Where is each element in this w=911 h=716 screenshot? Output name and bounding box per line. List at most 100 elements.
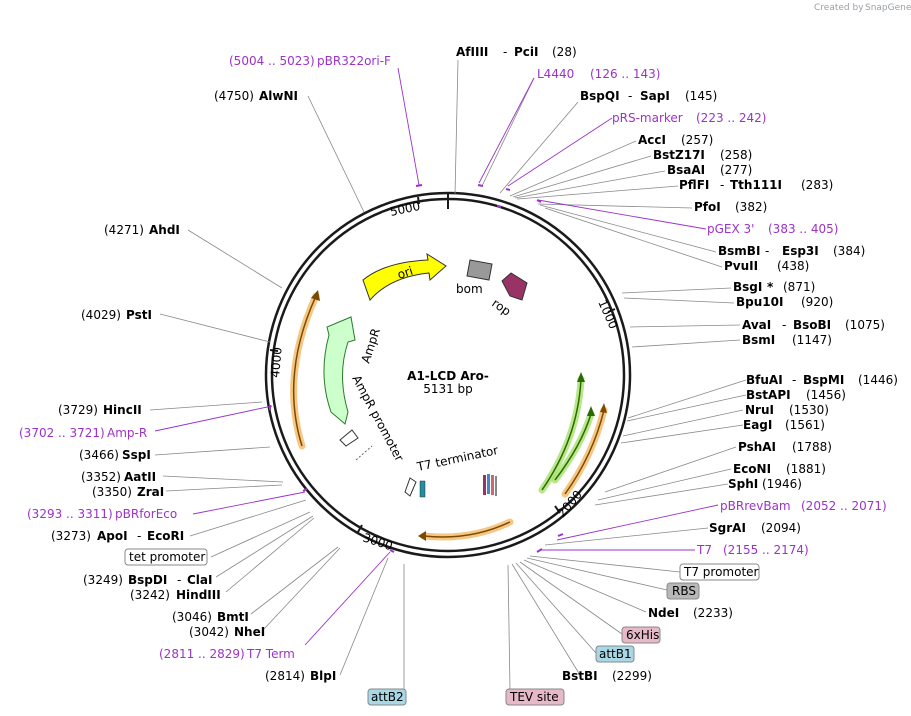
insert-marker-4 xyxy=(495,476,497,496)
site-bpu10i[interactable]: Bpu10I xyxy=(736,295,783,309)
left-orange-feature[interactable] xyxy=(292,295,317,447)
site-ecori[interactable]: EcoRI xyxy=(147,529,184,543)
credit-prefix: Created by xyxy=(814,3,864,13)
site-tth111i[interactable]: Tth111I xyxy=(730,178,782,192)
site-sphi[interactable]: SphI xyxy=(728,477,758,491)
site-bstz17i[interactable]: BstZ17I xyxy=(653,148,705,162)
site-bspmi[interactable]: BspMI xyxy=(803,373,844,387)
ampr-promoter-feature[interactable] xyxy=(339,429,359,447)
site-psti[interactable]: PstI xyxy=(126,308,152,322)
green-feature-2[interactable] xyxy=(554,413,592,481)
credit-brand: SnapGene xyxy=(865,3,911,13)
right-orange-arrowhead xyxy=(600,403,607,413)
right-orange-feature[interactable] xyxy=(564,409,605,495)
site-bsobi[interactable]: BsoBI xyxy=(793,318,831,332)
rop-feature[interactable] xyxy=(501,272,528,301)
ori-feature[interactable] xyxy=(362,252,447,301)
primer-ampr[interactable]: Amp-R xyxy=(107,426,147,440)
site-eagi[interactable]: EagI xyxy=(743,418,772,432)
site-apoi[interactable]: ApoI xyxy=(97,529,128,543)
site-nhei[interactable]: NheI xyxy=(234,625,265,639)
site-sspi-pos: (3466) xyxy=(79,448,119,462)
site-pflfi-pos: (283) xyxy=(801,178,833,192)
primer-t7term[interactable]: T7 Term xyxy=(246,647,295,661)
site-bstbi[interactable]: BstBI xyxy=(562,669,598,683)
site-zrai[interactable]: ZraI xyxy=(137,485,164,499)
primer-pgex[interactable]: pGEX 3' xyxy=(707,222,754,236)
primer-pbrrevbam-pos: (2052 .. 2071) xyxy=(801,499,887,513)
attb1-label: attB1 xyxy=(599,647,632,661)
site-alwni[interactable]: AlwNI xyxy=(259,89,298,103)
site-pvuii-pos: (438) xyxy=(777,259,809,273)
rbs-box[interactable] xyxy=(666,582,700,600)
primer-pgex-pos: (383 .. 405) xyxy=(768,222,838,236)
t7-promoter-box[interactable] xyxy=(679,563,760,581)
site-bsmbi[interactable]: BsmBI xyxy=(718,244,760,258)
t7-terminator-feature[interactable] xyxy=(404,477,417,497)
site-bstapi[interactable]: BstAPI xyxy=(746,388,791,402)
ori-label: ori xyxy=(396,264,415,282)
site-pfoi[interactable]: PfoI xyxy=(694,200,721,214)
primer-l4440[interactable]: L4440 xyxy=(537,67,574,81)
primer-pbr322[interactable]: pBR322ori-F xyxy=(317,54,391,68)
site-hindiii-pos: (3242) xyxy=(130,588,170,602)
plasmid-name: A1-LCD Aro- xyxy=(407,369,489,383)
bottom-orange-arrowhead xyxy=(418,531,426,541)
site-bsgi[interactable]: BsgI xyxy=(733,280,762,294)
insert-marker-1 xyxy=(483,475,486,495)
site-pflfi-sep: - xyxy=(720,178,724,192)
primer-pbrforeco[interactable]: pBRforEco xyxy=(115,507,177,521)
site-bspqi[interactable]: BspQI xyxy=(580,89,620,103)
primer-pbrrevbam[interactable]: pBRrevBam xyxy=(720,499,791,513)
site-ndei[interactable]: NdeI xyxy=(648,606,679,620)
t7-promoter-label: T7 promoter xyxy=(683,565,759,579)
tick-label-3000: 3000 xyxy=(361,531,394,554)
bom-feature[interactable] xyxy=(466,259,493,281)
site-bsmi-pos: (1147) xyxy=(792,333,832,347)
site-sspi[interactable]: SspI xyxy=(122,448,151,462)
site-econi[interactable]: EcoNI xyxy=(733,462,771,476)
site-hindiii[interactable]: HindIII xyxy=(176,588,221,602)
site-bmti[interactable]: BmtI xyxy=(217,610,249,624)
his-tag-box[interactable] xyxy=(621,626,661,644)
site-sgrai[interactable]: SgrAI xyxy=(709,521,746,535)
site-pcii[interactable]: PciI xyxy=(514,45,539,59)
site-acci[interactable]: AccI xyxy=(638,133,666,147)
tick-1000 xyxy=(607,308,616,313)
site-pvuii[interactable]: PvuII xyxy=(724,259,758,273)
site-aatii[interactable]: AatII xyxy=(124,470,156,484)
attb2-label: attB2 xyxy=(371,690,404,704)
primer-lines xyxy=(154,67,719,646)
site-aatii-pos: (3352) xyxy=(81,470,121,484)
site-nrui[interactable]: NruI xyxy=(745,403,774,417)
site-clai[interactable]: ClaI xyxy=(187,573,212,587)
site-blpi[interactable]: BlpI xyxy=(310,669,336,683)
site-hincii[interactable]: HincII xyxy=(103,403,142,417)
tev-site-box[interactable] xyxy=(505,688,565,706)
site-bfuai[interactable]: BfuAI xyxy=(746,373,783,387)
attb2-box[interactable] xyxy=(367,688,407,706)
site-hincii-pos: (3729) xyxy=(58,403,98,417)
green-feature-1[interactable] xyxy=(541,378,582,491)
site-sapi[interactable]: SapI xyxy=(640,89,670,103)
primer-prs[interactable]: pRS-marker xyxy=(612,111,683,125)
site-pshai[interactable]: PshAI xyxy=(738,440,776,454)
site-apoi-pos: (3273) xyxy=(51,529,91,543)
ampr-promoter-label: AmpR promoter xyxy=(349,373,406,464)
bottom-orange-feature[interactable] xyxy=(423,521,511,538)
site-avai[interactable]: AvaI xyxy=(742,318,771,332)
site-esp3i[interactable]: Esp3I xyxy=(782,244,819,258)
site-ahdi[interactable]: AhdI xyxy=(149,223,180,237)
site-bspdi[interactable]: BspDI xyxy=(128,573,167,587)
tet-promoter-box[interactable] xyxy=(124,548,208,566)
site-bsmi[interactable]: BsmI xyxy=(742,333,775,347)
ampr-feature[interactable] xyxy=(323,316,356,425)
site-nrui-pos: (1530) xyxy=(789,403,829,417)
attb1-box[interactable] xyxy=(595,645,635,663)
site-bsaai[interactable]: BsaAI xyxy=(667,163,705,177)
site-aflIII[interactable]: AfIIII xyxy=(456,45,488,59)
site-pflfi[interactable]: PflFI xyxy=(679,178,709,192)
site-bsmbi-pos: (384) xyxy=(833,244,865,258)
primer-t7[interactable]: T7 xyxy=(696,543,712,557)
